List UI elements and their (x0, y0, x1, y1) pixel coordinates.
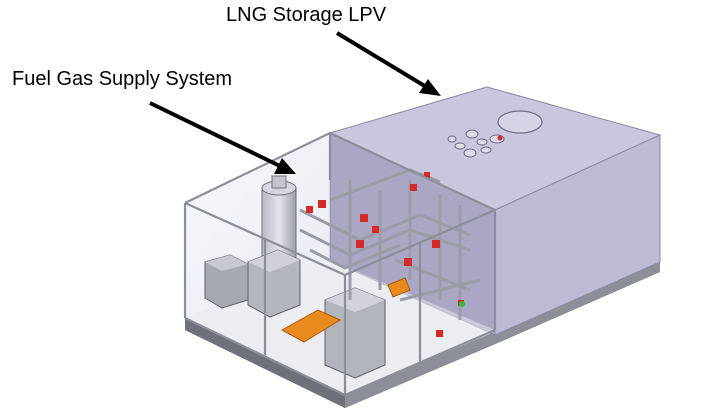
top-valve-marker (497, 135, 503, 141)
orange-platform (280, 309, 342, 343)
base-skid (185, 262, 660, 408)
red-valves (306, 172, 464, 337)
arrow-lng-storage (335, 31, 441, 96)
green-indicator (459, 301, 465, 307)
label-fuel-gas-supply-system: Fuel Gas Supply System (12, 68, 233, 90)
manhole-cover (497, 110, 543, 134)
enclosure-frame (183, 131, 497, 397)
label-lng-storage-lpv: LNG Storage LPV (226, 4, 387, 26)
tank-top-nozzles (447, 129, 505, 158)
arrow-fuel-gas-supply (149, 101, 296, 174)
orange-plate (387, 277, 411, 298)
